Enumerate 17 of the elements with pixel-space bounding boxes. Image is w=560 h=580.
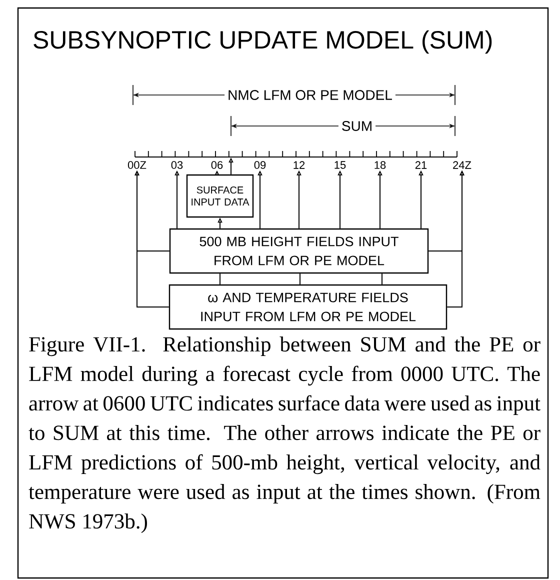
caption: Figure VII-1. Relationship between SUM and the PE or LFM model during a forecast cycle from 0000 UTC. The arrow at 0600 UTC indicates surface data were used as input to SUM at this time. The other arrows indicate the PE or LFM predictions of 500-mb height, vertical velocity, and temperature were used as input at the times shown. (From NWS 1973b.) <box>28 336 540 533</box>
time-label: 18 <box>374 161 386 169</box>
time-label: 00Z <box>128 161 146 169</box>
time-label: 24Z <box>453 161 472 169</box>
range-label: SUM <box>338 118 376 134</box>
time-label: 12 <box>294 161 305 169</box>
text-box: SURFACE INPUT DATA <box>186 174 254 218</box>
range-label: NMC LFM OR PE MODEL <box>224 87 396 103</box>
title: SUBSYNOPTIC UPDATE MODEL (SUM) <box>34 30 492 54</box>
time-axis <box>134 150 458 158</box>
text-box: ω AND TEMPERATURE FIELDS INPUT FROM LFM OR PE MODEL <box>168 284 448 330</box>
time-label: 03 <box>171 161 183 169</box>
time-label: 06 <box>211 161 223 169</box>
text-box: 500 MB HEIGHT FIELDS INPUT FROM LFM OR PE MODEL <box>169 228 429 274</box>
time-label: 15 <box>334 161 346 169</box>
time-label: 21 <box>415 161 427 169</box>
time-label: 09 <box>254 161 266 169</box>
